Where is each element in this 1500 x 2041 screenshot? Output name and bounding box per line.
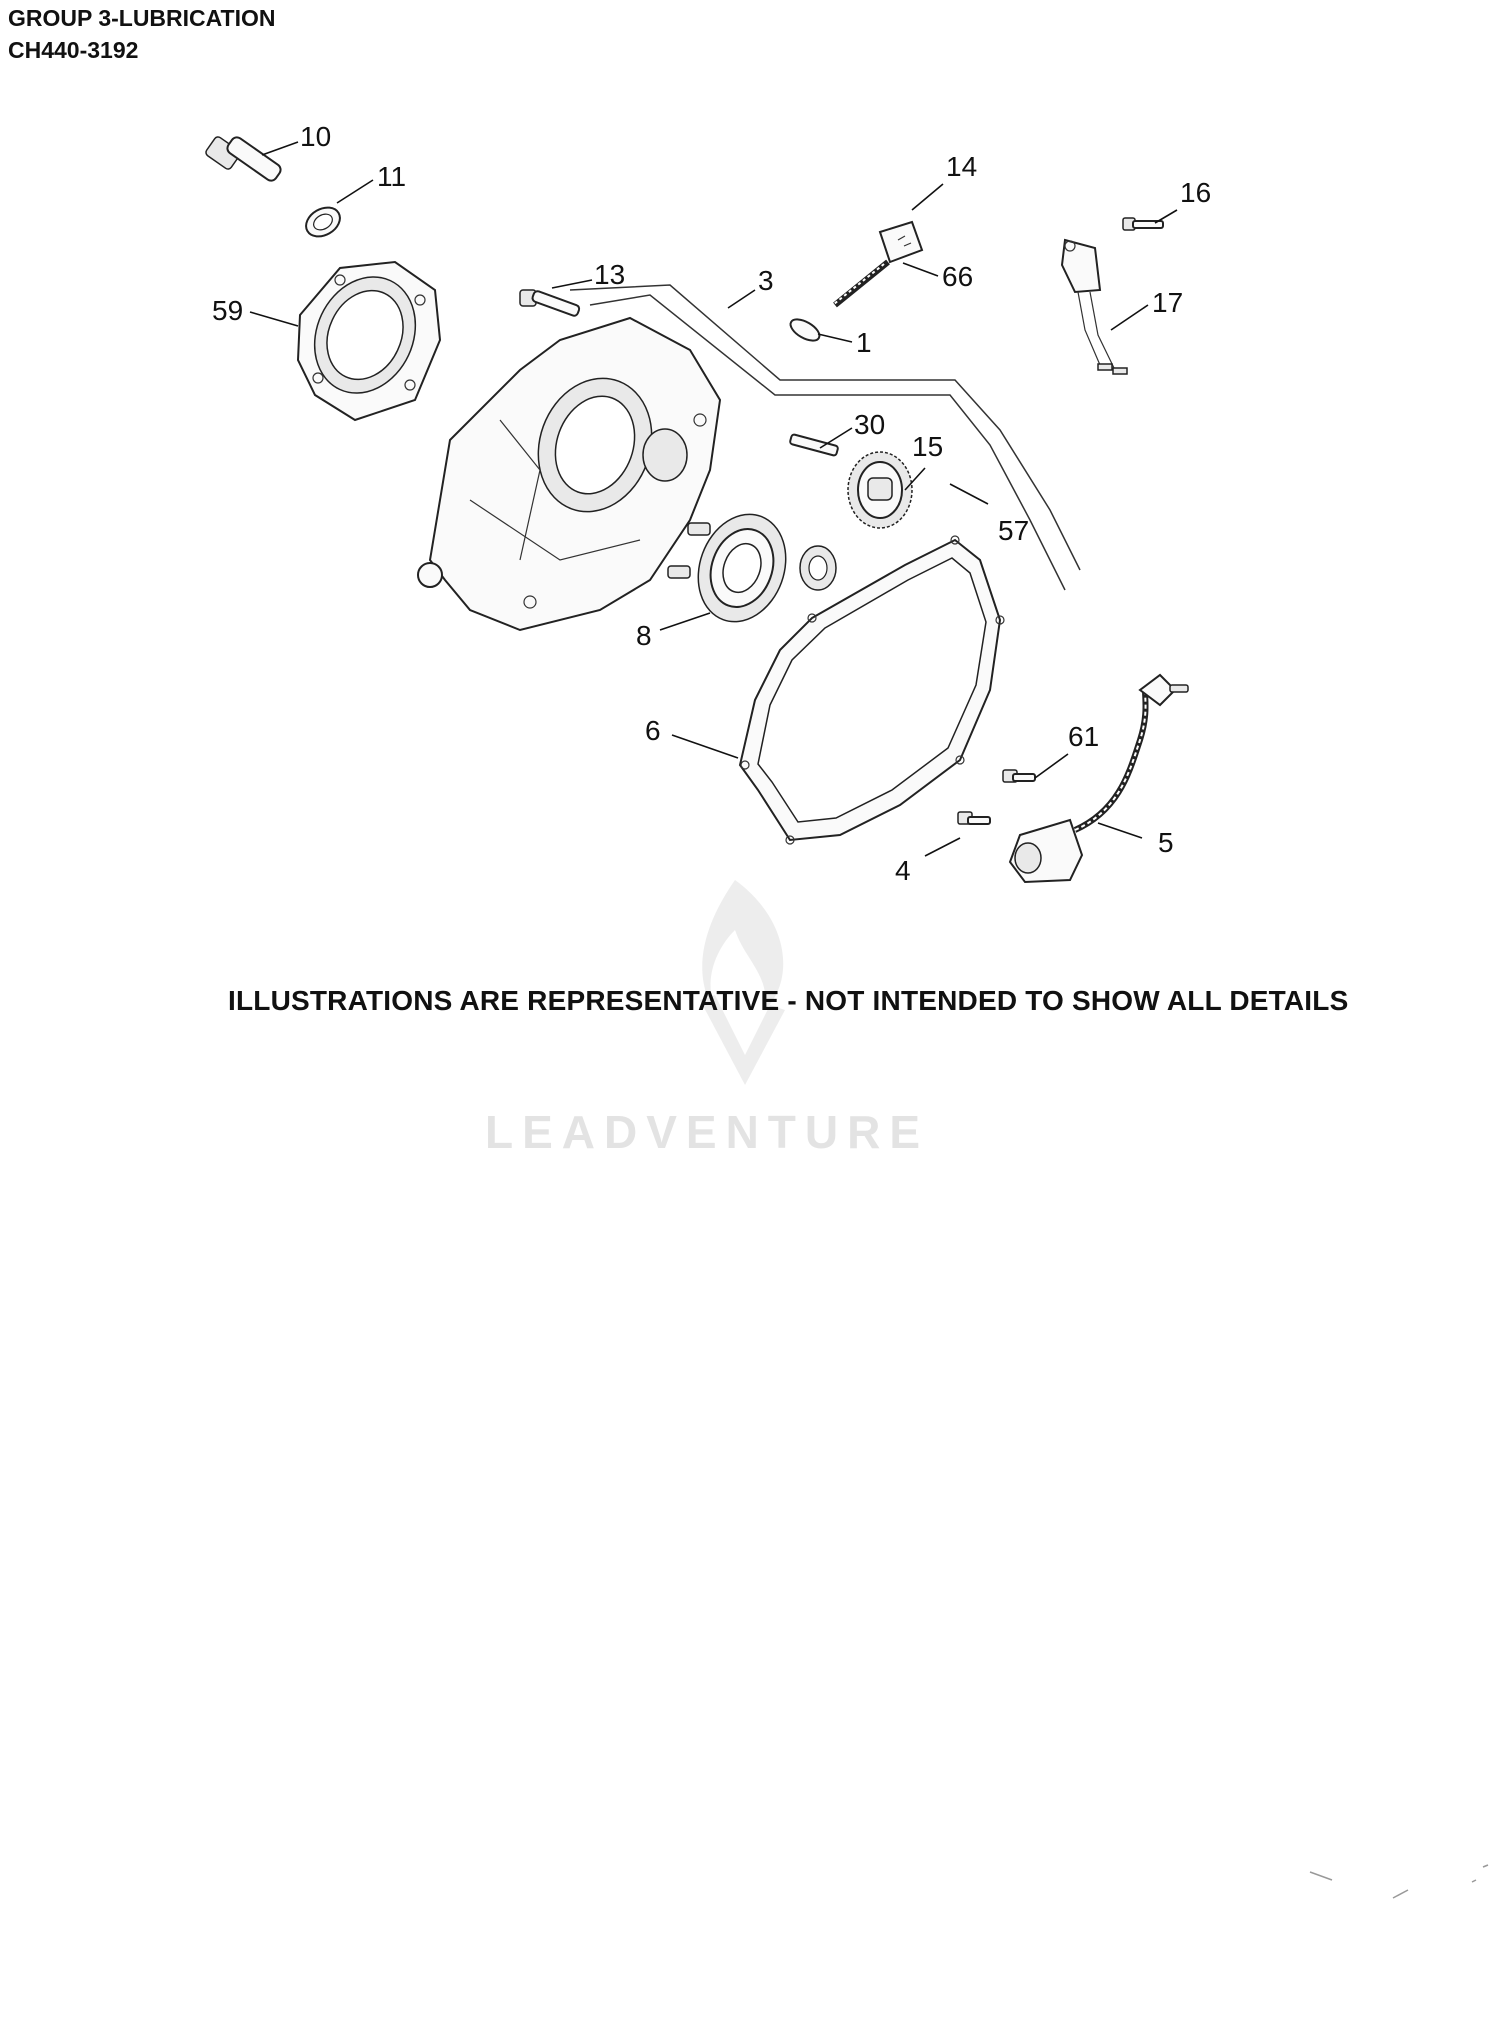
flame-logo-icon xyxy=(700,880,785,1085)
group-title: GROUP 3-LUBRICATION xyxy=(8,5,276,31)
callout-10: 10 xyxy=(300,121,331,152)
part-4-screw xyxy=(957,811,991,825)
part-5-sender xyxy=(1008,673,1189,884)
part-16-screw xyxy=(1122,217,1164,231)
callout-59: 59 xyxy=(212,295,243,326)
callout-16: 16 xyxy=(1180,177,1211,208)
part-3-crankcase-cover xyxy=(417,316,722,632)
callout-11: 11 xyxy=(377,161,406,192)
part-14-66-oil-sensor xyxy=(833,220,924,308)
callout-57: 57 xyxy=(998,515,1029,546)
part-8-bearing xyxy=(697,513,787,623)
callout-5: 5 xyxy=(1158,827,1174,858)
callout-3: 3 xyxy=(758,265,774,296)
part-30-pin xyxy=(789,433,839,457)
part-6-gasket xyxy=(738,535,1005,845)
callout-4: 4 xyxy=(895,855,911,886)
callout-1: 1 xyxy=(856,327,872,358)
part-13-bolt xyxy=(519,289,581,317)
group-boundary-line-2 xyxy=(589,294,1066,591)
page-header: GROUP 3-LUBRICATION CH440-3192 xyxy=(8,2,276,66)
leader-lines xyxy=(249,141,1178,857)
dowel-pin xyxy=(687,522,711,536)
callout-17: 17 xyxy=(1152,287,1183,318)
callout-15: 15 xyxy=(912,431,943,462)
callout-66: 66 xyxy=(942,261,973,292)
part-17-module xyxy=(1060,238,1128,375)
group-boundary-line xyxy=(569,284,1081,571)
callout-8: 8 xyxy=(636,620,652,651)
disclaimer-note: ILLUSTRATIONS ARE REPRESENTATIVE - NOT I… xyxy=(228,985,1349,1016)
callout-6: 6 xyxy=(645,715,661,746)
callout-13: 13 xyxy=(594,259,625,290)
part-61-screw xyxy=(1002,769,1036,783)
part-11-washer xyxy=(305,206,341,238)
exploded-parts-diagram: 10 11 59 13 3 14 66 1 16 17 30 15 57 8 6… xyxy=(205,121,1211,1085)
callout-30: 30 xyxy=(854,409,885,440)
model-number: CH440-3192 xyxy=(8,37,139,63)
oil-seal xyxy=(799,545,837,591)
part-15-gear xyxy=(847,451,913,529)
callout-61: 61 xyxy=(1068,721,1099,752)
part-1-o-ring xyxy=(789,318,821,342)
part-59-flange xyxy=(296,260,442,422)
watermark-text: LEADVENTURE xyxy=(485,1106,930,1158)
scan-marks xyxy=(1309,1864,1489,1899)
dowel-pin xyxy=(667,565,691,579)
callout-14: 14 xyxy=(946,151,977,182)
part-10-bolt xyxy=(205,136,282,182)
